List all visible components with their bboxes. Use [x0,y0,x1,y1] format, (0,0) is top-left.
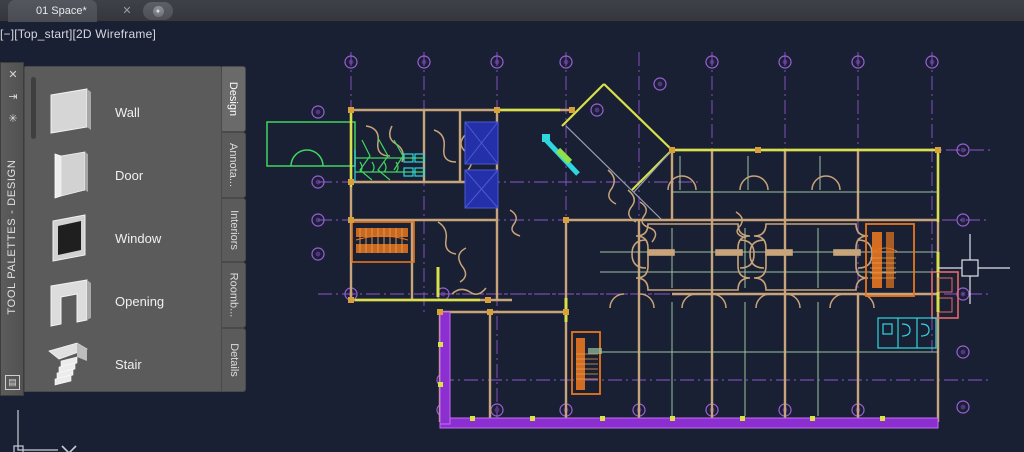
close-icon[interactable]: ✕ [122,5,132,17]
palette-tab-strip[interactable]: Design Annota... Interiors Roomb... Deta… [222,66,246,392]
window-icon [43,209,101,267]
auto-hide-icon[interactable]: ⇥ [8,90,18,103]
crosshair-cursor [938,234,1010,304]
tool-item-wall[interactable]: Wall [43,81,218,143]
stair-core-west [351,221,415,263]
tool-item-label: Stair [115,356,142,372]
green-fixtures [355,137,425,181]
diagonal-wing-walls [561,83,674,191]
tab-label: Design [227,81,240,117]
tool-item-label: Door [115,167,144,183]
document-tab-01-space[interactable]: 01 Space* [8,0,97,22]
cursor-x-marker [61,445,77,452]
tab-design[interactable]: Design [222,66,246,132]
walls-highlight-west [349,108,560,302]
tool-palette-panel[interactable]: Wall Door Window Openin [24,66,222,392]
opening-icon [43,272,101,330]
tool-item-opening[interactable]: Opening [43,270,218,332]
tab-label: Interiors [227,210,240,250]
palette-list-icon[interactable]: ▤ [5,375,20,390]
tool-item-label: Window [115,230,162,246]
tool-palette-title: TOOL PALETTES - DESIGN [6,159,18,315]
new-tab-icon: ✦ [152,5,164,17]
cyan-fixtures-west [354,150,425,182]
close-icon[interactable]: ✕ [8,68,18,81]
tab-annotation[interactable]: Annota... [222,132,246,198]
tab-roombook[interactable]: Roomb... [222,262,246,328]
tool-item-label: Wall [115,104,140,120]
properties-icon[interactable]: ✳ [8,112,18,125]
document-tab-label: 01 Space* [36,5,87,17]
tab-label: Details [227,343,240,377]
tab-details[interactable]: Details [222,328,246,392]
stair-core-east [865,223,915,297]
tab-label: Roomb... [227,272,240,318]
tool-item-stair[interactable]: Stair [43,333,218,395]
selected-wall-magenta [438,311,939,429]
tool-item-label: Opening [115,293,165,309]
wall-grips [348,107,941,315]
walls-east-wing [438,148,940,424]
elevator-shafts [464,121,499,209]
viewport-label[interactable]: [−][Top_start][2D Wireframe] [0,27,156,41]
floor-plan-drawing[interactable] [0,22,1024,452]
wall-icon [43,83,101,141]
tab-label: Annota... [227,142,240,188]
door-swings-east-lower [609,293,875,352]
new-tab-button[interactable]: ✦ [143,2,173,20]
door-swings-west [365,125,473,283]
entry-canopy [266,121,356,167]
palette-scrollbar[interactable] [31,77,36,139]
diagonal-wing-inner [565,125,673,221]
stair-icon [43,335,101,393]
ucs-icon [13,410,58,452]
tool-palette-dock[interactable]: ✕ ⇥ ✳ TOOL PALETTES - DESIGN ▤ [0,62,24,396]
office-pods [631,223,873,291]
restroom-fixtures [877,317,937,349]
tool-item-window[interactable]: Window [43,207,218,269]
tab-interiors[interactable]: Interiors [222,198,246,262]
door-icon [43,146,101,204]
corridor-jogs [451,201,747,295]
cyan-duct [542,134,580,176]
door-swings-east-top [667,175,841,191]
diagonal-door-swings [607,169,637,223]
document-tab-bar[interactable]: 01 Space* ✕ ✦ [0,0,1024,22]
walls-west-wing [349,108,572,302]
stair-core-center [571,331,602,395]
tool-item-door[interactable]: Door [43,144,218,206]
